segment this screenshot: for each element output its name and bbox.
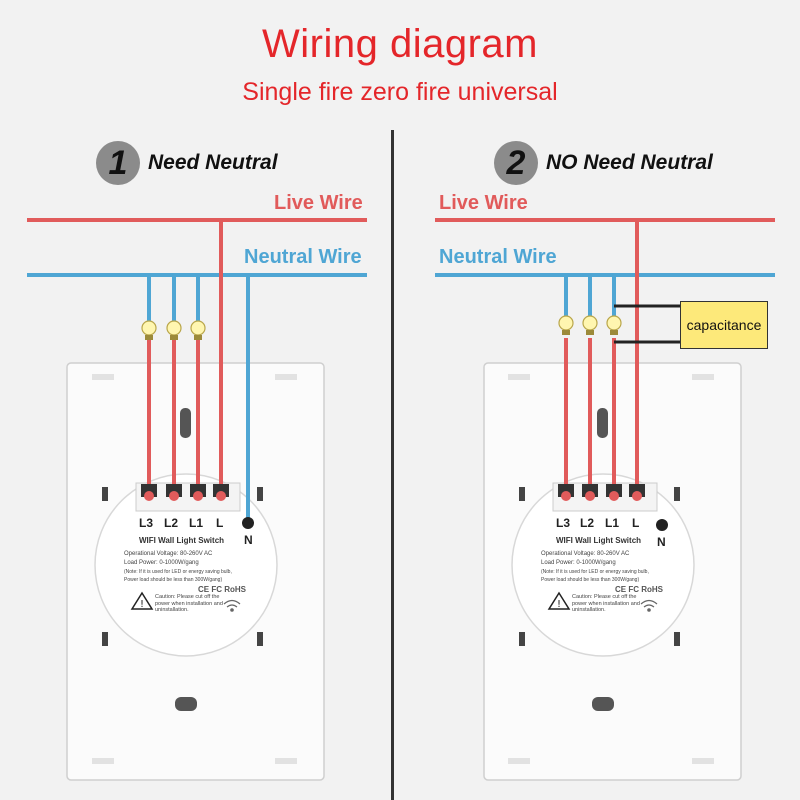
side-clip <box>519 487 525 501</box>
panel-2-load-spec: Load Power: 0-1000W/gang <box>541 560 616 566</box>
panel-2-caution-text: Please cut off the power when installati… <box>572 594 640 613</box>
capacitor-box: capacitance <box>680 301 768 349</box>
panel-2-caution: Caution: Please cut off the power when i… <box>572 594 642 614</box>
panel-1-load-spec: Load Power: 0-1000W/gang <box>124 560 199 566</box>
plate-tab <box>92 374 114 380</box>
plate-tab <box>275 758 297 764</box>
side-clip <box>674 487 680 501</box>
panel-1-device-title: WIFI Wall Light Switch <box>139 536 225 545</box>
terminal-screw <box>213 484 229 501</box>
panel-1-voltage-spec: Operational Voltage: 80-260V AC <box>124 551 213 557</box>
panel-1-drawing: ! <box>27 218 367 781</box>
panel-2-title: NO Need Neutral <box>546 151 713 174</box>
panel-2-note-2: Power load should be less than 300W/gang… <box>541 577 640 583</box>
terminal-label-l1: L1 <box>605 516 620 530</box>
side-clip <box>674 632 680 646</box>
warning-icon: ! <box>547 591 571 610</box>
terminal-screw <box>166 484 182 501</box>
svg-text:!: ! <box>557 599 561 610</box>
panel-1-note-2: Power load should be less than 300W/gang… <box>124 577 223 583</box>
terminal-screw <box>582 484 598 501</box>
warning-icon: ! <box>130 591 154 610</box>
panel-2-live-wire-label: Live Wire <box>439 192 528 214</box>
plate-tab <box>692 374 714 380</box>
panel-1-caution-title: Caution: <box>155 594 176 600</box>
panel-2-certifications: CE FC RoHS <box>615 585 663 594</box>
wifi-icon <box>640 599 658 612</box>
plate-tab <box>508 758 530 764</box>
panel-2-caution-title: Caution: <box>572 594 593 600</box>
panel-1-live-wire-label: Live Wire <box>274 192 363 214</box>
panel-2-neutral-wire-label: Neutral Wire <box>439 246 557 268</box>
terminal-screw <box>558 484 574 501</box>
panel-2-number-badge: 2 <box>494 141 538 185</box>
bulb-icon <box>558 315 574 335</box>
bulb-icon <box>190 320 206 340</box>
side-clip <box>257 487 263 501</box>
bulb-icon <box>166 320 182 340</box>
panel-1-certifications: CE FC RoHS <box>198 585 246 594</box>
svg-text:!: ! <box>140 599 144 610</box>
neutral-terminal <box>242 517 254 529</box>
terminal-screw <box>141 484 157 501</box>
panel-1-caution-text: Please cut off the power when installati… <box>155 594 223 613</box>
panel-2-voltage-spec: Operational Voltage: 80-260V AC <box>541 551 630 557</box>
neutral-terminal <box>656 519 668 531</box>
bulb-icon <box>582 315 598 335</box>
terminal-screw <box>190 484 206 501</box>
wifi-icon <box>223 599 241 612</box>
diagram-title: Wiring diagram <box>262 22 538 66</box>
side-clip <box>102 487 108 501</box>
panel-2-header: 2 NO Need Neutral <box>494 140 713 186</box>
terminal-screw <box>606 484 622 501</box>
side-clip <box>102 632 108 646</box>
terminal-label-l3: L3 <box>556 516 571 530</box>
terminal-label-l: L <box>632 516 640 530</box>
terminal-label-n: N <box>244 533 253 547</box>
mount-slot <box>175 697 197 711</box>
terminal-label-l: L <box>216 516 224 530</box>
plate-tab <box>92 758 114 764</box>
side-clip <box>257 632 263 646</box>
panel-1-note: (Note: If it is used for LED or energy s… <box>124 569 232 575</box>
plate-tab <box>275 374 297 380</box>
terminal-screw <box>629 484 645 501</box>
panel-1-caution: Caution: Please cut off the power when i… <box>155 594 225 614</box>
mount-slot <box>592 697 614 711</box>
terminal-label-l2: L2 <box>164 516 179 530</box>
terminal-label-l1: L1 <box>189 516 204 530</box>
plate-tab <box>508 374 530 380</box>
terminal-label-n: N <box>657 535 666 549</box>
mount-slot <box>180 408 191 438</box>
mount-slot <box>597 408 608 438</box>
bulb-icon <box>141 320 157 340</box>
side-clip <box>519 632 525 646</box>
diagram-subtitle: Single fire zero fire universal <box>242 78 558 106</box>
panel-2-note: (Note: If it is used for LED or energy s… <box>541 569 649 575</box>
panel-2-drawing: ! <box>435 218 775 781</box>
panel-1-header: 1 Need Neutral <box>96 140 278 186</box>
panel-1-number-badge: 1 <box>96 141 140 185</box>
bulb-icon <box>606 315 622 335</box>
terminal-label-l2: L2 <box>580 516 595 530</box>
panel-1-neutral-wire-label: Neutral Wire <box>244 246 362 268</box>
terminal-label-l3: L3 <box>139 516 154 530</box>
panel-2-device-title: WIFI Wall Light Switch <box>556 536 642 545</box>
panel-1-title: Need Neutral <box>148 151 278 174</box>
panel-divider <box>391 130 394 800</box>
plate-tab <box>692 758 714 764</box>
